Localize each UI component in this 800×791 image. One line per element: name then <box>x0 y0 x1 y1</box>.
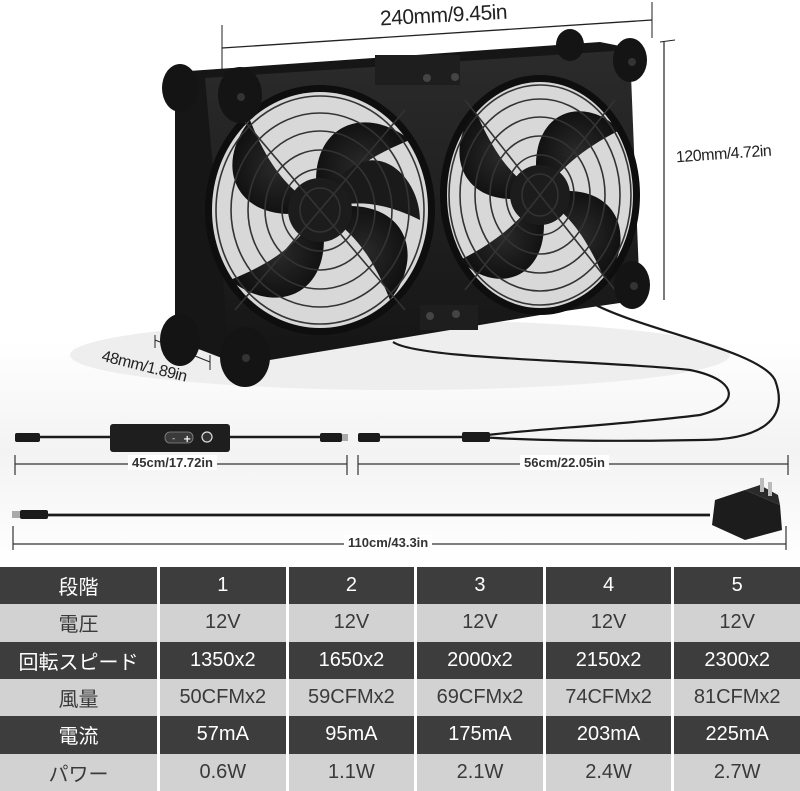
table-cell: 2150x2 <box>545 641 672 679</box>
left-fan <box>205 85 435 335</box>
table-cell: 1.1W <box>288 753 415 791</box>
svg-text:+: + <box>183 434 191 445</box>
row-label: 風量 <box>0 678 157 717</box>
table-cell: 95mA <box>288 716 415 754</box>
table-row-airflow: 風量 50CFMx2 59CFMx2 69CFMx2 74CFMx2 81CFM… <box>0 678 800 717</box>
table-cell: 12V <box>545 604 672 642</box>
table-cell: 175mA <box>417 716 543 754</box>
header-cell: 2 <box>288 567 415 605</box>
table-header-row: 段階 1 2 3 4 5 <box>0 567 800 605</box>
table-cell: 12V <box>417 604 543 642</box>
row-label: 回転スピード <box>0 641 157 679</box>
table-cell: 2300x2 <box>674 641 800 679</box>
table-cell: 2.7W <box>674 753 800 791</box>
header-cell: 5 <box>674 567 800 605</box>
table-cell: 1350x2 <box>160 641 286 679</box>
fan-cables <box>392 301 780 442</box>
right-fan <box>440 75 640 315</box>
height-dimension-line <box>659 39 676 300</box>
table-cell: 2.1W <box>417 753 543 791</box>
table-row-voltage: 電圧 12V 12V 12V 12V 12V <box>0 604 800 642</box>
table-row-current: 電流 57mA 95mA 175mA 203mA 225mA <box>0 716 800 754</box>
controller-cable-assembly: - + <box>15 424 490 452</box>
table-cell: 59CFMx2 <box>288 678 415 717</box>
adapter-cable-length-label: 110cm/43.3in <box>344 535 433 550</box>
table-cell: 1650x2 <box>288 641 415 679</box>
table-cell: 203mA <box>545 716 672 754</box>
table-cell: 2.4W <box>545 753 672 791</box>
svg-text:-: - <box>172 434 175 444</box>
rubber-feet <box>160 29 650 387</box>
table-cell: 74CFMx2 <box>545 678 672 717</box>
spec-table: 段階 1 2 3 4 5 電圧 12V 12V 12V 12V 12V 回転スピ… <box>0 567 800 791</box>
table-cell: 12V <box>288 604 415 642</box>
table-cell: 69CFMx2 <box>417 678 543 717</box>
dual-fan-illustration: - + <box>12 2 789 550</box>
table-cell: 81CFMx2 <box>674 678 800 717</box>
power-adapter <box>12 478 782 540</box>
splitter-cable-length-label: 56cm/22.05in <box>520 455 609 470</box>
row-label: パワー <box>0 753 157 791</box>
row-label: 電流 <box>0 716 157 754</box>
table-cell: 2000x2 <box>417 641 543 679</box>
header-cell: 4 <box>545 567 672 605</box>
table-cell: 225mA <box>674 716 800 754</box>
table-cell: 0.6W <box>160 753 286 791</box>
table-row-power: パワー 0.6W 1.1W 2.1W 2.4W 2.7W <box>0 753 800 791</box>
header-cell: 3 <box>417 567 543 605</box>
table-row-rpm: 回転スピード 1350x2 1650x2 2000x2 2150x2 2300x… <box>0 641 800 679</box>
table-cell: 50CFMx2 <box>160 678 286 717</box>
header-label: 段階 <box>0 567 157 605</box>
table-cell: 12V <box>674 604 800 642</box>
header-cell: 1 <box>160 567 286 605</box>
table-cell: 57mA <box>160 716 286 754</box>
row-label: 電圧 <box>0 604 157 642</box>
product-image-area: - + <box>0 0 800 565</box>
controller-cable-length-label: 45cm/17.72in <box>128 455 217 470</box>
table-cell: 12V <box>160 604 286 642</box>
